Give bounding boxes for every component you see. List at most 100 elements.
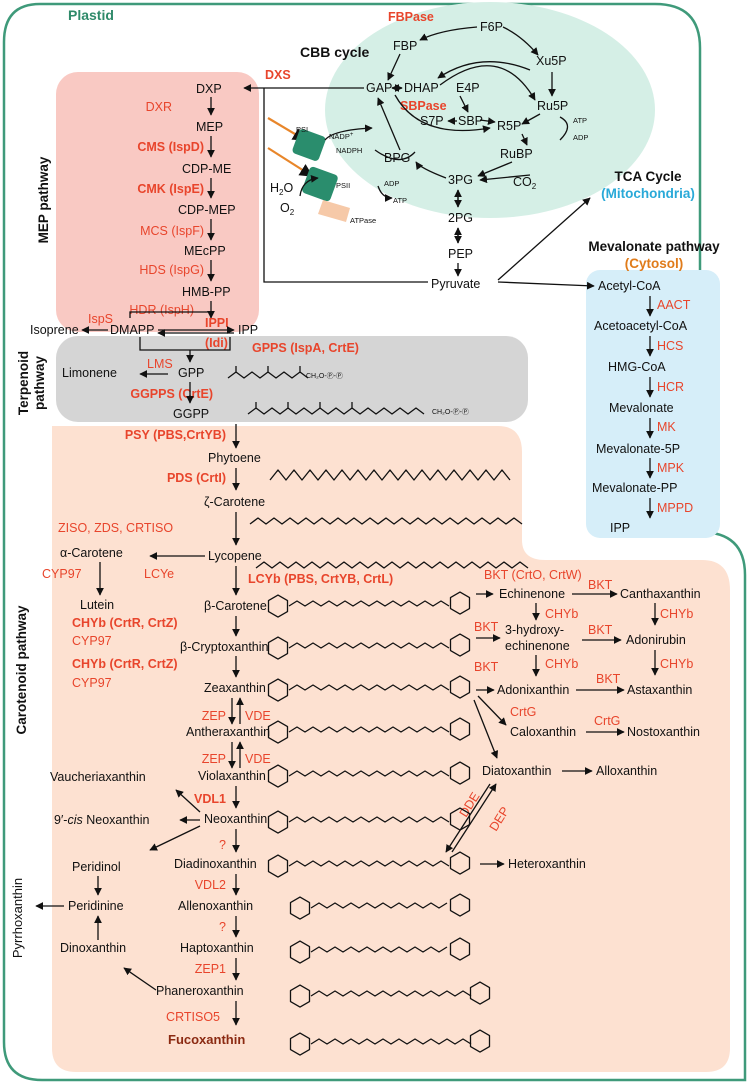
acetyl-coa: Acetyl-CoA <box>598 279 661 293</box>
haptoxanthin-structure-ring-right <box>449 937 471 961</box>
cmk-enzyme: CMK (IspE) <box>137 182 204 196</box>
allenoxanthin-structure-ring-left <box>289 896 311 920</box>
s7p: S7P <box>420 114 444 128</box>
mcs-enzyme: MCS (IspF) <box>140 224 204 238</box>
q-enzyme-1: ? <box>219 838 226 852</box>
zep-enzyme-2: ZEP <box>202 752 226 766</box>
mevalonate-label: Mevalonate pathway <box>588 239 720 254</box>
bkt-enzyme-4: BKT <box>474 660 499 674</box>
vdl1-enzyme: VDL1 <box>194 792 226 806</box>
bkt-enzyme-2: BKT <box>474 620 499 634</box>
ippi-enzyme: IPPI <box>205 316 229 330</box>
vde-enzyme-2: VDE <box>245 752 271 766</box>
atp-label: ATP <box>393 196 407 205</box>
haptoxanthin-structure-chain <box>310 946 448 953</box>
allenoxanthin-structure-chain <box>310 902 448 909</box>
mep-label: MEP pathway <box>36 156 51 243</box>
zeta-carotene: ζ-Carotene <box>204 495 265 509</box>
fucoxanthin: Fucoxanthin <box>168 1032 245 1047</box>
mep-region <box>56 72 259 332</box>
cytosol-region <box>586 270 720 538</box>
gpp-structure <box>227 366 309 379</box>
lcye-enzyme: LCYe <box>144 567 174 581</box>
violaxanthin-structure-ring-right <box>449 761 471 785</box>
beta-cryptoxanthin-structure-ring-right <box>449 633 471 657</box>
mito-label: (Mitochondria) <box>601 186 695 201</box>
allenoxanthin: Allenoxanthin <box>178 899 253 913</box>
neoxanthin-structure-ring-left <box>267 810 289 834</box>
photosystems: PSI PSII NADP+ NADPH H2O O2 ADP ATP ATPa… <box>267 117 407 225</box>
mpk-enzyme: MPK <box>657 461 685 475</box>
neoxanthin-structure-chain <box>288 816 450 823</box>
diadinoxanthin: Diadinoxanthin <box>174 857 257 871</box>
mep: MEP <box>196 120 223 134</box>
hdr-enzyme: HDR (IspH) <box>129 303 194 317</box>
pyrrhoxanthin-label: Pyrrhoxanthin <box>10 878 25 958</box>
vde-enzyme-1: VDE <box>245 709 271 723</box>
neoxanthin-structure-ring-right <box>449 807 471 831</box>
nadph-label: NADPH <box>336 146 362 155</box>
ggpp: GGPP <box>173 407 209 421</box>
carotenoid-label: Carotenoid pathway <box>14 605 29 735</box>
co2: CO2 <box>513 175 537 191</box>
haptoxanthin: Haptoxanthin <box>180 941 254 955</box>
bkt-enzyme-1: BKT <box>588 578 613 592</box>
neoxanthin: Neoxanthin <box>204 812 267 826</box>
zep1-enzyme: ZEP1 <box>195 962 226 976</box>
fucoxanthin-structure-chain <box>310 1038 472 1045</box>
haptoxanthin-structure-ring-left <box>289 940 311 964</box>
carotenoid-region <box>52 426 730 1072</box>
phaneroxanthin-structure-chain <box>310 990 472 997</box>
phytoene: Phytoene <box>208 451 261 465</box>
mevalonate-5p: Mevalonate-5P <box>596 442 680 456</box>
zeaxanthin-structure-ring-right <box>449 675 471 699</box>
psii-complex <box>302 166 338 202</box>
adonirubin: Adonirubin <box>626 633 686 647</box>
antheraxanthin-structure-ring-left <box>267 720 289 744</box>
atpase-complex <box>318 200 350 222</box>
beta-cryptoxanthin-structure-chain <box>288 642 450 649</box>
rubp: RuBP <box>500 147 533 161</box>
plastid-label: Plastid <box>68 7 114 23</box>
mevalonate-pathway: Acetyl-CoA AACT Acetoacetyl-CoA HCS HMG-… <box>592 279 693 535</box>
violaxanthin-structure-ring-left <box>267 764 289 788</box>
q-enzyme-2: ? <box>219 920 226 934</box>
bpg: BPG <box>384 151 410 165</box>
9cis-neoxanthin: 9′-cis Neoxanthin <box>54 813 150 827</box>
ipp-cyto: IPP <box>610 521 630 535</box>
hcr-enzyme: HCR <box>657 380 684 394</box>
cdp-me: CDP-ME <box>182 162 231 176</box>
hydroxy-echinenone-1: 3-hydroxy- <box>505 623 564 637</box>
phaneroxanthin: Phaneroxanthin <box>156 984 244 998</box>
beta-carotene: β-Carotene <box>204 599 267 613</box>
xu5p: Xu5P <box>536 54 567 68</box>
psii-label: PSII <box>336 181 350 190</box>
hcs-enzyme: HCS <box>657 339 683 353</box>
zeaxanthin: Zeaxanthin <box>204 681 266 695</box>
cdp-mep: CDP-MEP <box>178 203 236 217</box>
lms-enzyme: LMS <box>147 357 173 371</box>
sbpase-enzyme: SBPase <box>400 99 447 113</box>
psi-label: PSI <box>296 125 308 134</box>
dhap: DHAP <box>404 81 439 95</box>
cbb-atp: ATP <box>573 116 587 125</box>
fucoxanthin-structure-ring-right <box>469 1029 491 1053</box>
hds-enzyme: HDS (IspG) <box>139 263 204 277</box>
caloxanthin: Caloxanthin <box>510 725 576 739</box>
nostoxanthin: Nostoxanthin <box>627 725 700 739</box>
allenoxanthin-structure-ring-right <box>449 893 471 917</box>
hydroxy-echinenone-2: echinenone <box>505 639 570 653</box>
isps-enzyme: IspS <box>88 312 113 326</box>
r5p: R5P <box>497 119 521 133</box>
peridinine-branch: Peridinol Peridinine Dinoxanthin <box>35 860 157 991</box>
ggpps-enzyme: GGPPS (CrtE) <box>130 387 213 401</box>
sbp: SBP <box>458 114 483 128</box>
mecpp: MEcPP <box>184 244 226 258</box>
mep-pathway: DXS DXP DXR MEP CMS (IspD) CDP-ME CMK (I… <box>30 68 364 350</box>
tca-label: TCA Cycle <box>614 169 682 184</box>
antheraxanthin: Antheraxanthin <box>186 725 270 739</box>
2pg: 2PG <box>448 211 473 225</box>
bkt-enzyme-5: BKT <box>596 672 621 686</box>
atpase-label: ATPase <box>350 216 376 225</box>
